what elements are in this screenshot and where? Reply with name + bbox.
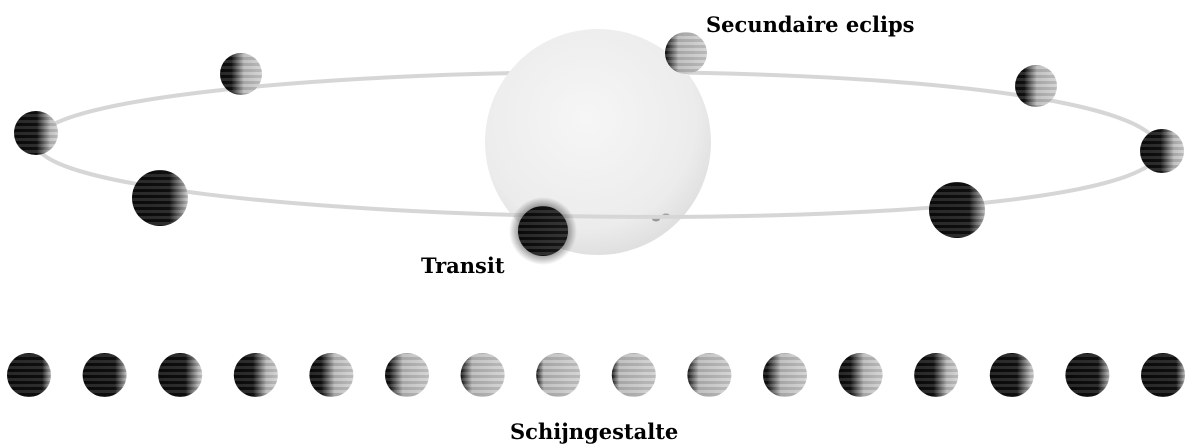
- planet-right: [1140, 129, 1184, 173]
- phase-planet-14: [989, 353, 1034, 397]
- phase-planet-2: [82, 353, 127, 397]
- phase-planet-7: [460, 353, 505, 397]
- planet-transit: [518, 206, 568, 256]
- secondary-eclipse-label: Secundaire eclips: [706, 12, 915, 37]
- phase-planet-1: [7, 353, 51, 397]
- phase-planet-16: [1141, 353, 1185, 397]
- phase-planet-4: [233, 353, 278, 397]
- phase-planet-13: [914, 353, 959, 397]
- phases-label: Schijngestalte: [510, 419, 679, 444]
- phase-planet-15: [1065, 353, 1110, 397]
- phase-planet-9: [611, 353, 656, 397]
- planet-left: [14, 111, 58, 155]
- planet-lower-left: [132, 170, 188, 226]
- phase-planet-12: [838, 353, 883, 397]
- transit-label: Transit: [421, 253, 505, 278]
- orbit-path-front: [33, 141, 1162, 219]
- planet-lower-right: [929, 182, 985, 238]
- phase-planet-6: [385, 353, 429, 397]
- secondary-eclipse: [665, 32, 707, 74]
- planet-upper-left: [220, 53, 262, 95]
- phase-planet-10: [687, 353, 732, 397]
- phase-planet-11: [763, 353, 807, 397]
- phase-planet-8: [536, 353, 581, 397]
- orbit-planets: [14, 32, 1184, 265]
- phase-planet-3: [158, 353, 203, 397]
- phase-sequence: [7, 353, 1185, 397]
- phase-planet-5: [309, 353, 354, 397]
- planet-upper-right: [1015, 65, 1057, 107]
